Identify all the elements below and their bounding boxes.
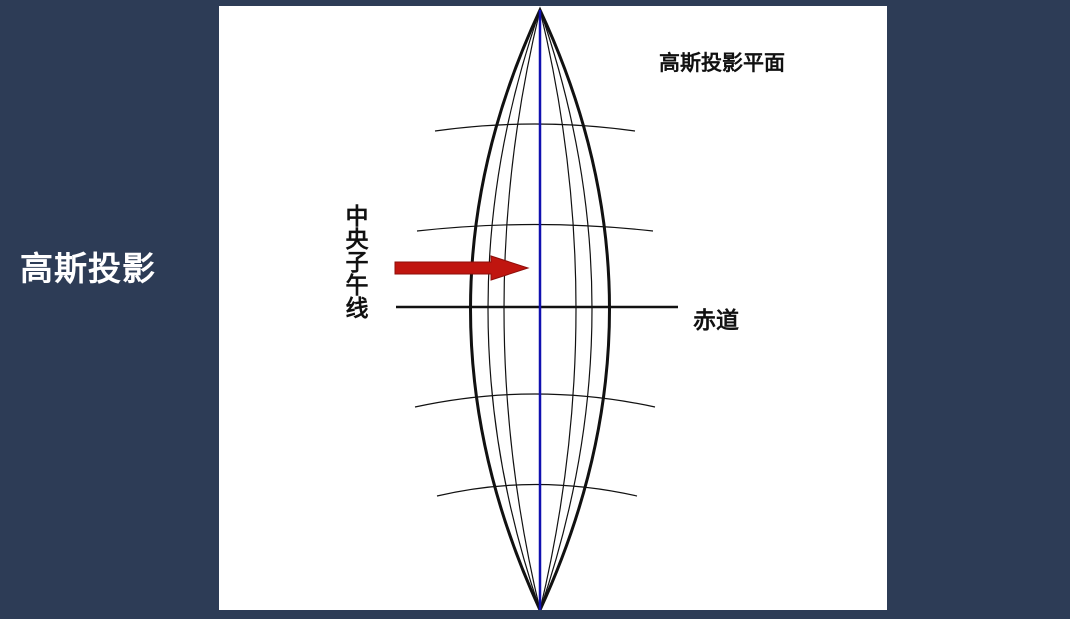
parallel-north-2 [416, 223, 654, 232]
meridian-west-mid [487, 9, 541, 610]
central-meridian-label: 中央子午线 [341, 204, 367, 319]
side-title: 高斯投影 [20, 249, 156, 288]
parallel-south-2 [436, 483, 638, 497]
meridian-east-mid [539, 9, 593, 610]
plane-title: 高斯投影平面 [659, 51, 785, 75]
equator-label: 赤道 [693, 308, 739, 334]
pointer-arrow [394, 255, 530, 281]
parallel-south-1 [414, 393, 656, 408]
meridian-east-inner [539, 9, 577, 610]
parallel-north-1 [434, 123, 636, 132]
meridian-west-inner [503, 9, 541, 610]
projection-panel: 高斯投影平面 中央子午线 赤道 [219, 6, 887, 610]
zone-boundary [469, 6, 611, 610]
gauss-projection-diagram [394, 6, 678, 610]
